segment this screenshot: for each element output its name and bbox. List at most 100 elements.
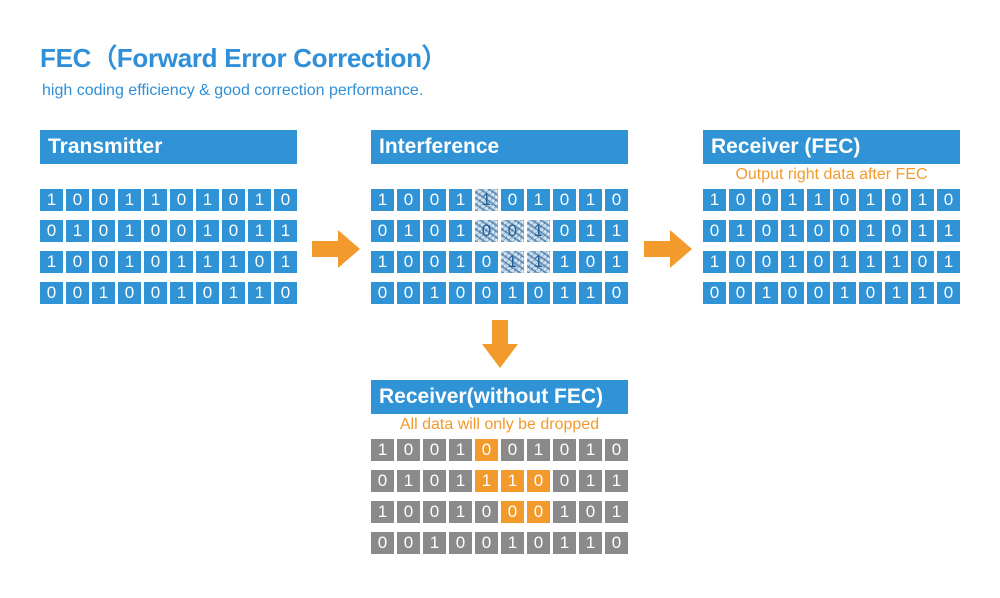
bit-cell: 0 [475, 251, 498, 273]
bit-cell: 0 [274, 282, 297, 304]
bit-cell: 1 [92, 282, 115, 304]
bit-cell: 0 [605, 282, 628, 304]
bit-cell: 0 [729, 251, 752, 273]
bit-cell: 1 [605, 220, 628, 242]
bit-cell: 1 [605, 470, 628, 492]
bit-cell: 0 [885, 189, 908, 211]
bit-cell: 0 [144, 282, 167, 304]
bit-cell: 0 [807, 251, 830, 273]
bit-cell: 0 [92, 189, 115, 211]
page-subtitle: high coding efficiency & good correction… [42, 82, 424, 99]
bit-cell: 1 [40, 189, 63, 211]
bit-cell: 1 [449, 439, 472, 461]
bit-cell: 0 [144, 220, 167, 242]
bit-cell: 0 [937, 189, 960, 211]
bit-cell: 1 [274, 220, 297, 242]
bit-cell: 1 [703, 189, 726, 211]
bit-cell: 0 [274, 189, 297, 211]
bit-cell: 0 [807, 220, 830, 242]
bit-cell: 0 [92, 251, 115, 273]
bit-cell: 1 [579, 282, 602, 304]
bit-cell: 1 [781, 220, 804, 242]
bit-cell: 1 [449, 189, 472, 211]
receiver-no-fec-header: Receiver(without FEC) [371, 380, 628, 414]
bit-cell: 0 [397, 532, 420, 554]
bit-cell: 0 [423, 220, 446, 242]
bit-cell: 0 [371, 282, 394, 304]
bit-cell: 0 [397, 439, 420, 461]
bit-cell: 1 [170, 282, 193, 304]
bit-cell: 1 [196, 189, 219, 211]
bit-cell-noise: 1 [527, 251, 550, 273]
receiver-fec-panel: Receiver (FEC) Output right data after F… [703, 130, 960, 313]
bit-cell: 0 [501, 189, 524, 211]
bit-cell: 1 [170, 251, 193, 273]
arrow-right-icon [644, 230, 692, 268]
bit-cell: 0 [371, 532, 394, 554]
bit-cell: 1 [885, 251, 908, 273]
bit-cell: 0 [553, 439, 576, 461]
bit-cell: 0 [833, 220, 856, 242]
bit-cell: 0 [859, 282, 882, 304]
receiver-no-fec-panel: Receiver(without FEC) All data will only… [371, 380, 628, 563]
bit-cell: 1 [553, 282, 576, 304]
receiver-no-fec-note: All data will only be dropped [399, 416, 600, 433]
bit-cell-err: 0 [501, 501, 524, 523]
bit-cell: 0 [475, 282, 498, 304]
bit-cell: 1 [40, 251, 63, 273]
bit-cell: 0 [222, 189, 245, 211]
bit-cell: 0 [475, 501, 498, 523]
bit-cell: 0 [40, 282, 63, 304]
bit-cell: 1 [371, 501, 394, 523]
bit-cell: 1 [222, 282, 245, 304]
bit-cell: 0 [911, 251, 934, 273]
bit-cell: 0 [449, 282, 472, 304]
bit-cell: 1 [274, 251, 297, 273]
bit-cell: 0 [449, 532, 472, 554]
bit-cell: 0 [475, 532, 498, 554]
bit-cell: 0 [833, 189, 856, 211]
bit-cell-err: 0 [527, 501, 550, 523]
bit-cell: 1 [449, 220, 472, 242]
bit-cell: 1 [885, 282, 908, 304]
bit-cell: 0 [501, 439, 524, 461]
bit-cell: 0 [371, 220, 394, 242]
page-title: FEC（Forward Error Correction） [40, 43, 448, 73]
bit-cell: 1 [527, 439, 550, 461]
bit-cell: 1 [911, 189, 934, 211]
bit-cell: 1 [755, 282, 778, 304]
bit-cell: 1 [729, 220, 752, 242]
bit-cell: 1 [911, 282, 934, 304]
bit-cell: 1 [579, 189, 602, 211]
bit-cell: 0 [527, 532, 550, 554]
bit-cell: 1 [371, 439, 394, 461]
bit-cell: 1 [397, 220, 420, 242]
bit-cell: 0 [371, 470, 394, 492]
receiver-fec-header: Receiver (FEC) [703, 130, 960, 164]
receiver-fec-note: Output right data after FEC [735, 166, 928, 183]
bit-cell: 0 [755, 189, 778, 211]
bit-cell: 1 [449, 470, 472, 492]
bit-cell: 0 [118, 282, 141, 304]
bit-cell: 1 [937, 251, 960, 273]
bit-cell: 1 [248, 220, 271, 242]
bit-cell: 0 [527, 282, 550, 304]
bit-cell: 0 [397, 282, 420, 304]
bit-cell-err: 1 [475, 470, 498, 492]
bit-cell: 0 [553, 220, 576, 242]
bit-cell: 0 [781, 282, 804, 304]
bit-cell: 0 [66, 251, 89, 273]
bit-cell: 0 [703, 282, 726, 304]
